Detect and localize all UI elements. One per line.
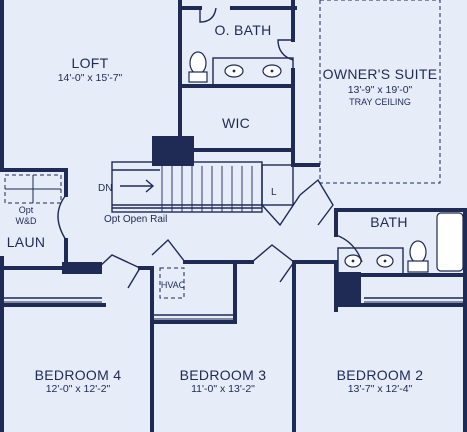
bath-fixtures [335,212,464,275]
bedroom-doors [97,238,295,289]
bedroom2-dims: 13'-7" x 12'-4" [348,383,413,395]
bedroom4-dims: 12'-0" x 12'-2" [46,383,111,395]
bath-name: BATH [370,214,408,230]
bedroom4-name: BEDROOM 4 [35,367,122,383]
stairs [111,161,334,227]
linen-closet-label: L [271,187,277,198]
wic-name: WIC [222,115,250,131]
laundry-fixtures [4,174,67,241]
hvac-outline [159,267,185,299]
laundry-opt-line2: W&D [16,216,37,226]
stairs-direction-label: DN [98,183,112,194]
wall-block-bath [336,272,361,306]
bedroom2-name: BEDROOM 2 [337,367,424,383]
owners-suite-dims: 13'-9" x 19'-0" [348,84,413,96]
laundry-opt-line1: Opt [19,205,34,215]
bedroom3-dims: 11'-0" x 13'-2" [191,383,255,395]
loft-name: LOFT [72,55,109,71]
owners-bath-name: O. BATH [214,22,271,38]
laundry-name: LAUN [7,234,46,250]
stairs-rail-label: Opt Open Rail [104,214,167,225]
tray-ceiling-outline [319,0,441,184]
owners-bath-fixtures [188,7,294,87]
owners-suite-note: TRAY CEILING [349,97,411,107]
wall-block-laundry [62,262,102,274]
hvac-name: HVAC [161,280,186,290]
loft-dims: 14'-0" x 15'-7" [58,72,123,84]
closet-shelves [4,297,463,320]
owners-suite-name: OWNER'S SUITE [323,66,438,82]
wall-block-stair [152,136,194,166]
bedroom3-name: BEDROOM 3 [180,367,267,383]
